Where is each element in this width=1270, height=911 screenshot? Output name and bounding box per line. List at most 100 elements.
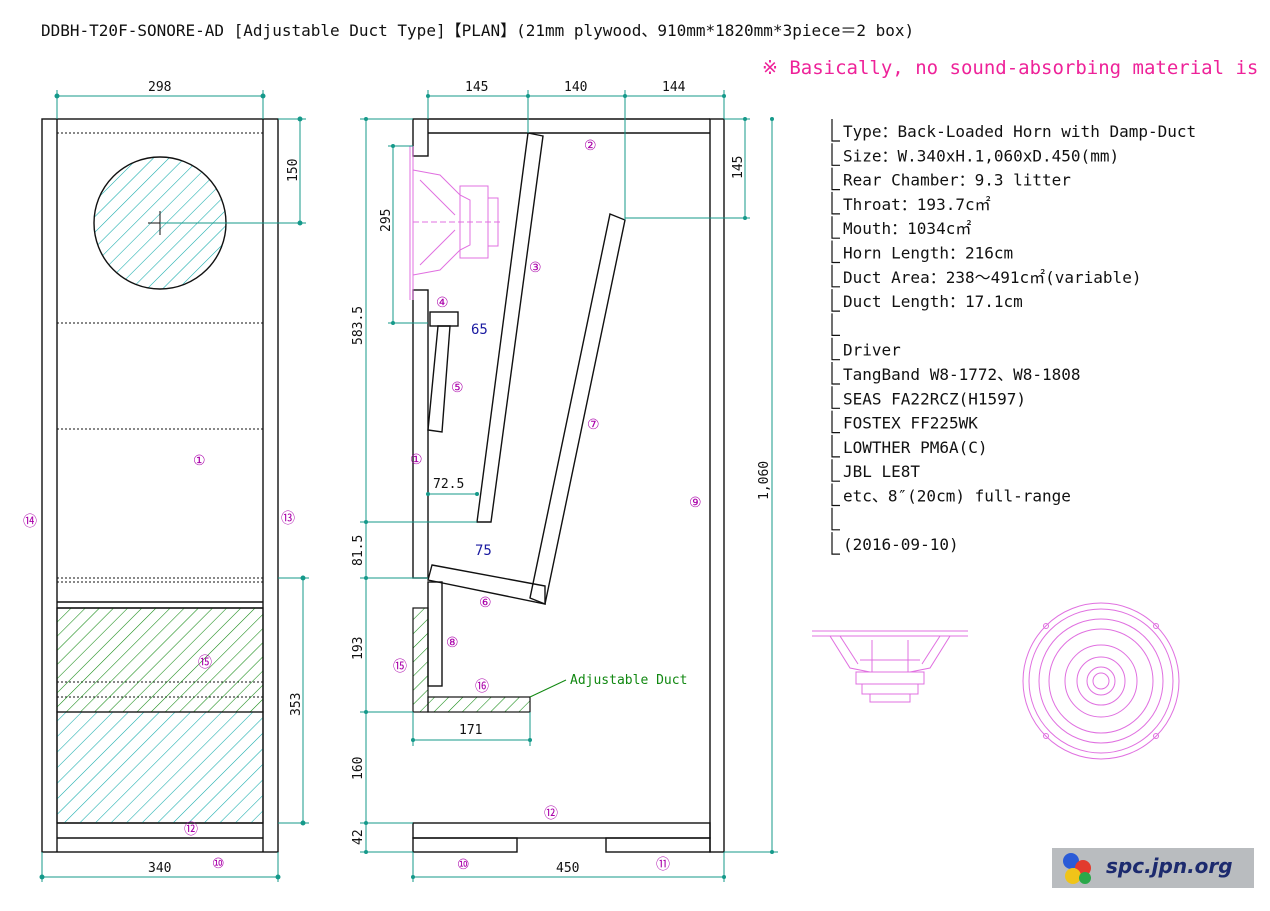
dim-side-171: 171 — [459, 723, 482, 738]
side-part-10: ⑩ — [457, 857, 470, 873]
dim-front-driver-offset: 150 — [286, 159, 301, 182]
spec-bracket — [831, 289, 840, 312]
side-part-3: ③ — [529, 260, 542, 276]
front-duct-panel-teal — [56, 711, 264, 824]
baffle-top-segment — [412, 118, 429, 157]
panel-8 — [427, 581, 443, 687]
front-part-13: ⑬ — [281, 511, 295, 527]
front-part-14: ⑭ — [23, 514, 37, 530]
dim-side-583: 583.5 — [351, 306, 366, 345]
spec-line: Driver — [843, 341, 901, 360]
side-part-2: ② — [584, 138, 597, 154]
dim-side-42: 42 — [351, 829, 366, 845]
panel-4 — [429, 311, 459, 327]
foot-rear — [605, 837, 711, 853]
side-duct-panel-16 — [427, 696, 531, 713]
dim-side-65: 65 — [471, 322, 488, 338]
spec-bracket — [831, 507, 840, 531]
dim-front-top-width: 298 — [148, 80, 171, 95]
spec-list: Type：Back-Loaded Horn with Damp-DuctSize… — [831, 119, 1196, 555]
side-driver-profile — [409, 146, 500, 300]
front-dimension-lines — [39, 90, 309, 882]
horn-divider-3 — [476, 132, 544, 523]
spec-line: TangBand W8-1772、W8-1808 — [843, 365, 1081, 384]
front-part-1: ① — [193, 453, 206, 469]
side-part-16: ⑯ — [475, 679, 489, 695]
spec-line: JBL LE8T — [843, 462, 920, 481]
drawing-title: DDBH-T20F-SONORE-AD [Adjustable Duct Typ… — [41, 21, 914, 40]
spec-bracket — [831, 313, 840, 336]
dim-side-75: 75 — [475, 543, 492, 559]
horn-divider-7 — [529, 213, 626, 605]
side-part-11: ⑪ — [656, 857, 670, 873]
side-view — [412, 118, 725, 853]
spec-bracket — [831, 459, 840, 482]
spec-line: Rear Chamber：9.3 litter — [843, 171, 1071, 190]
back-panel — [709, 118, 725, 853]
foot-front — [412, 837, 518, 853]
spec-bracket — [831, 532, 840, 555]
spec-bracket — [831, 240, 840, 264]
front-part-12: ⑫ — [184, 822, 198, 838]
side-part-12: ⑫ — [544, 806, 558, 822]
duct-leader-line — [529, 679, 567, 698]
front-part-15: ⑮ — [198, 655, 212, 671]
spec-line: Type：Back-Loaded Horn with Damp-Duct — [843, 122, 1196, 141]
spec-line: LOWTHER PM6A(C) — [843, 438, 988, 457]
driver-side-illustration — [812, 630, 968, 703]
dim-front-bottom-width: 340 — [148, 861, 171, 876]
side-part-5: ⑤ — [451, 380, 464, 396]
logo-text: spc.jpn.org — [1106, 854, 1233, 878]
dim-side-144: 144 — [662, 80, 686, 95]
dim-side-193: 193 — [351, 637, 366, 660]
side-part-7: ⑦ — [587, 417, 600, 433]
side-part-6: ⑥ — [479, 595, 492, 611]
driver-front-illustration — [1022, 602, 1180, 760]
side-part-8: ⑧ — [446, 635, 459, 651]
spec-line: FOSTEX FF225WK — [843, 414, 978, 433]
front-part-10: ⑩ — [212, 856, 225, 872]
spec-line: Duct Length：17.1cm — [843, 292, 1023, 311]
spec-line: Size：W.340xH.1,060xD.450(mm) — [843, 146, 1119, 165]
baffle-middle-segment — [412, 289, 429, 579]
spec-bracket — [831, 410, 840, 434]
spec-line: Horn Length：216cm — [843, 244, 1013, 263]
material-note: ※ Basically, no sound-absorbing material… — [762, 57, 1270, 79]
bottom-panel — [412, 822, 711, 839]
dim-side-295: 295 — [379, 209, 394, 232]
spec-line: Duct Area：238～491c㎡(variable) — [843, 268, 1141, 287]
dim-front-chamber-height: 353 — [289, 693, 304, 716]
horn-panel-6 — [427, 564, 546, 605]
dim-side-140: 140 — [564, 80, 587, 95]
front-duct-panel-green — [56, 607, 264, 713]
spec-line: (2016-09-10) — [843, 535, 959, 554]
spec-line: Throat：193.7c㎡ — [843, 195, 991, 214]
spec-line: SEAS FA22RCZ(H1597) — [843, 389, 1026, 408]
spec-line: etc、8″(20cm) full-range — [843, 487, 1071, 506]
side-part-9: ⑨ — [689, 495, 702, 511]
side-part-15: ⑮ — [393, 659, 407, 675]
dim-side-160: 160 — [351, 757, 366, 780]
dim-side-81: 81.5 — [351, 535, 366, 566]
spec-bracket — [831, 264, 840, 288]
dim-side-450: 450 — [556, 861, 579, 876]
spec-bracket — [831, 119, 840, 142]
side-duct-panel-15 — [412, 607, 429, 713]
spec-bracket — [831, 386, 840, 409]
side-part-4: ④ — [436, 295, 449, 311]
side-dimension-dots — [364, 94, 774, 879]
spec-bracket — [831, 191, 840, 215]
spec-bracket — [831, 362, 840, 385]
spec-bracket — [831, 216, 840, 239]
spec-bracket — [831, 434, 840, 458]
spec-bracket — [831, 483, 840, 507]
front-outline — [41, 118, 279, 853]
panel-5 — [427, 325, 451, 433]
adjustable-duct-label: Adjustable Duct — [570, 673, 687, 688]
dim-side-total-height: 1,060 — [757, 461, 772, 500]
dim-side-145: 145 — [465, 80, 488, 95]
spec-bracket — [831, 143, 840, 166]
site-logo: spc.jpn.org — [1052, 848, 1254, 888]
spec-bracket — [831, 337, 840, 361]
